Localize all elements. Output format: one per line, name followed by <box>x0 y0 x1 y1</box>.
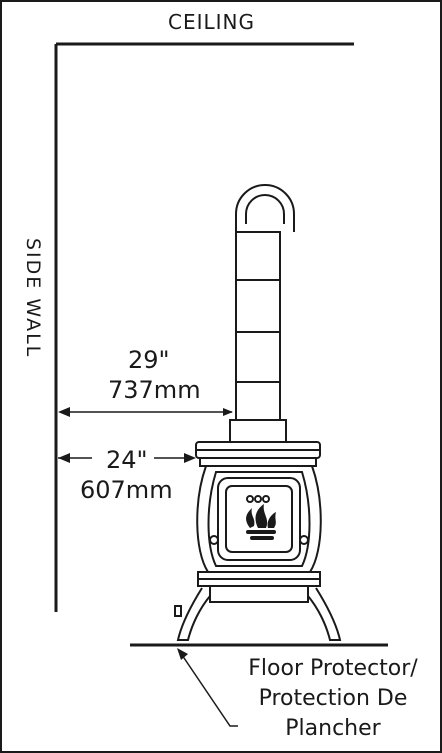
flame-logo <box>246 504 276 540</box>
dimension-24-right-arrow <box>184 453 196 463</box>
floor-protector-label-line3: Plancher <box>285 716 381 741</box>
floor-protector-label-line2: Protection De <box>258 686 408 711</box>
ceiling-label: CEILING <box>168 10 255 34</box>
dimension-29-inches: 29" <box>128 346 170 374</box>
side-wall-label: SIDE WALL <box>22 238 44 359</box>
floor-protector-leader <box>179 651 238 727</box>
dimension-29-left-arrow <box>58 407 70 417</box>
dimension-24-inches: 24" <box>106 446 148 474</box>
stove-pipe <box>229 184 295 443</box>
dimension-29-mm: 737mm <box>108 376 201 404</box>
dimension-24-left-arrow <box>58 453 70 463</box>
dimension-24-mm: 607mm <box>80 476 173 504</box>
floor-protector-label-line1: Floor Protector/ <box>248 656 418 681</box>
stove-legs <box>174 587 342 641</box>
floor-protector-arrow <box>177 648 188 660</box>
